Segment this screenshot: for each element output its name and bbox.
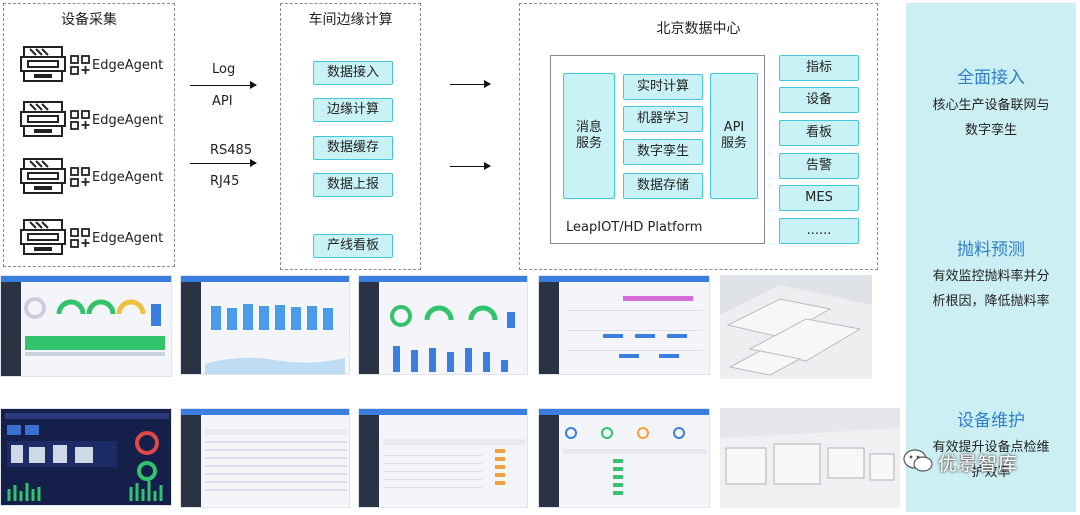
benefit-desc-access-2: 数字孪生	[964, 123, 1017, 138]
edge-item-data-report: 数据上报	[313, 173, 393, 197]
agent-label: EdgeAgent	[92, 169, 164, 185]
machine-icon	[20, 158, 66, 194]
screenshot-thumb-table-3	[538, 408, 710, 508]
agent-label: EdgeAgent	[92, 57, 164, 73]
output-devices: 设备	[779, 87, 859, 113]
arrow-edge-dc-2	[450, 162, 491, 170]
screenshot-thumb-table-1	[180, 408, 350, 508]
agent-label: EdgeAgent	[92, 230, 164, 246]
benefit-desc-maintenance-2: 护效率	[971, 465, 1011, 480]
compute-ml: 机器学习	[623, 106, 703, 132]
agent-row-4: EdgeAgent	[20, 218, 163, 258]
benefit-title-access: 全面接入	[957, 68, 1025, 88]
edge-agent-icon	[70, 55, 90, 75]
output-mes: MES	[779, 185, 859, 211]
screenshot-thumb-table-2	[358, 408, 528, 508]
datacenter-title: 北京数据中心	[656, 21, 741, 37]
platform-label: LeapIOT/HD Platform	[566, 220, 703, 235]
edge-title: 车间边缘计算	[308, 12, 393, 28]
output-boards: 看板	[779, 120, 859, 146]
wechat-icon	[903, 449, 933, 472]
edge-agent-icon	[70, 110, 90, 130]
benefit-desc-maintenance-1: 有效提升设备点检维	[932, 440, 1050, 455]
collection-title: 设备采集	[61, 12, 117, 28]
protocol-api: API	[212, 94, 233, 109]
benefit-title-maintenance: 设备维护	[957, 411, 1025, 431]
compute-storage: 数据存储	[623, 173, 703, 199]
screenshot-thumb-gauges	[0, 275, 172, 377]
watermark-text: 优景智库	[938, 453, 1019, 475]
machine-icon	[20, 46, 66, 82]
agent-row-3: EdgeAgent	[20, 157, 163, 197]
compute-realtime: 实时计算	[623, 74, 703, 100]
agent-label: EdgeAgent	[92, 112, 164, 128]
machine-icon	[20, 101, 66, 137]
screenshot-thumb-bigscreen	[0, 408, 172, 506]
output-alerts: 告警	[779, 153, 859, 179]
benefit-desc-throw-2: 析根因，降低抛料率	[932, 294, 1050, 309]
edge-item-data-ingest: 数据接入	[313, 61, 393, 85]
output-metrics: 指标	[779, 55, 859, 81]
protocol-rs485: RS485	[210, 143, 253, 158]
message-service-box: 消息 服务	[563, 73, 615, 199]
benefit-title-throw: 抛料预测	[957, 240, 1025, 260]
platform-box	[550, 55, 765, 244]
factory-3d-render-1	[720, 275, 872, 379]
api-service-box: API 服务	[710, 73, 758, 199]
edge-item-line-board: 产线看板	[313, 234, 393, 258]
screenshot-thumb-dashboard	[358, 275, 528, 375]
arrow-rs485-rj45	[190, 159, 257, 167]
benefit-desc-access-1: 核心生产设备联网与	[932, 98, 1050, 113]
arrow-log-api	[190, 81, 257, 89]
agent-row-1: EdgeAgent	[20, 45, 163, 85]
edge-agent-icon	[70, 167, 90, 187]
arrow-edge-dc-1	[450, 80, 491, 88]
screenshot-thumb-barchart	[180, 275, 350, 375]
compute-digital-twin: 数字孪生	[623, 139, 703, 165]
machine-icon	[20, 219, 66, 255]
factory-3d-render-2	[720, 408, 900, 508]
edge-item-data-cache: 数据缓存	[313, 136, 393, 160]
benefit-desc-throw-1: 有效监控抛料率并分	[932, 269, 1050, 284]
benefits-panel: 全面接入 核心生产设备联网与 数字孪生 抛料预测 有效监控抛料率并分 析根因，降…	[906, 3, 1076, 512]
screenshot-thumb-gantt	[538, 275, 710, 375]
edge-agent-icon	[70, 228, 90, 248]
protocol-rj45: RJ45	[210, 174, 240, 189]
agent-row-2: EdgeAgent	[20, 100, 163, 140]
protocol-log: Log	[212, 62, 236, 77]
output-more: ......	[779, 218, 859, 244]
edge-item-edge-compute: 边缘计算	[313, 98, 393, 122]
